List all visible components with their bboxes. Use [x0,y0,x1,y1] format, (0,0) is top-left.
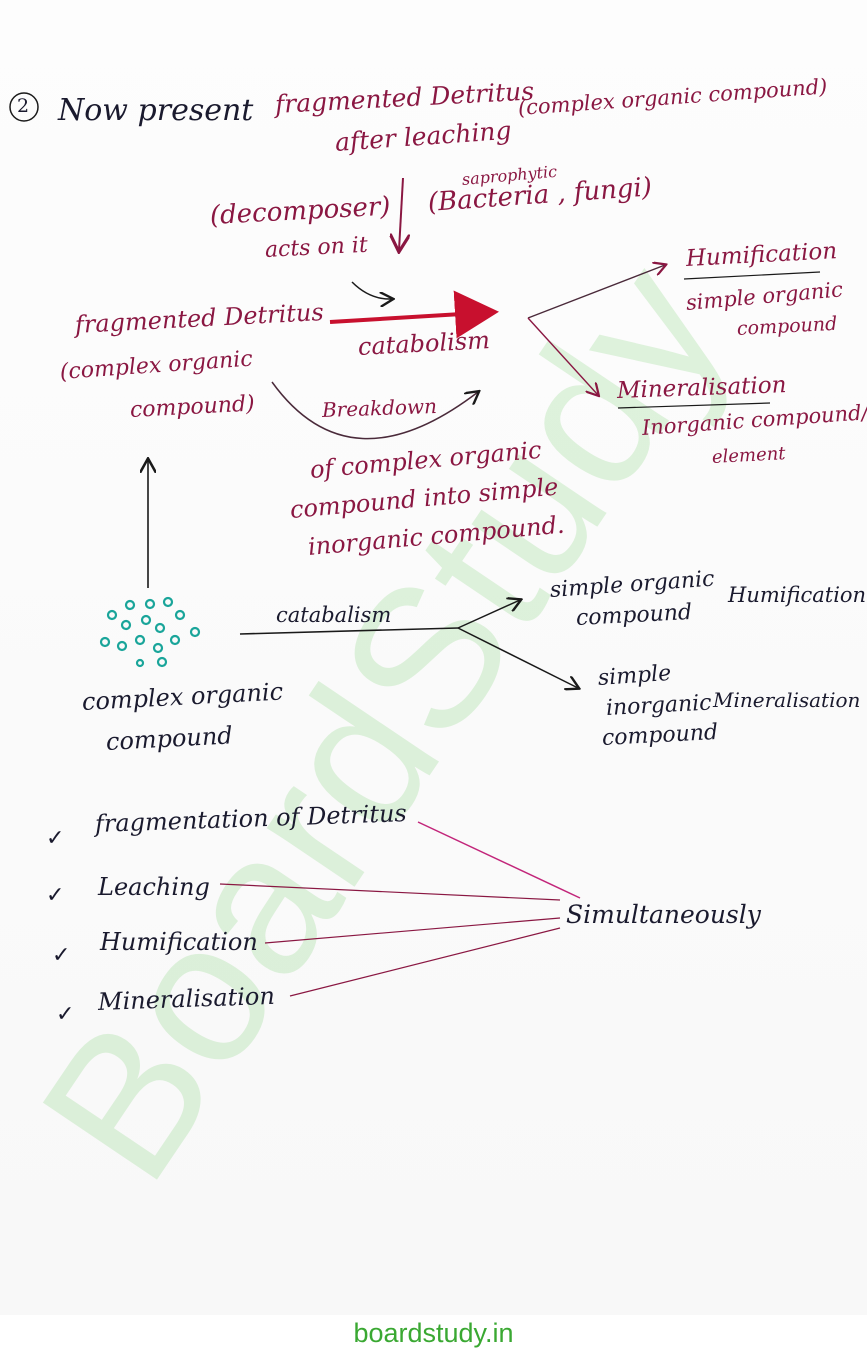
checklist-item-leaching: Leaching [98,873,210,901]
down-arrow [399,177,403,250]
simple-inorganic-line1: simple [597,660,672,691]
humification-process: Humification [728,583,867,607]
catabalism-label: catabalism [276,603,392,627]
simultaneously-label: Simultaneously [566,900,761,929]
number-circle [9,92,39,122]
mineralisation-title: Mineralisation [616,372,787,404]
heading-number: 2 [17,95,30,117]
checklist-item-mineralisation: Mineralisation [97,981,276,1016]
humification-line2: compound [736,312,838,340]
simple-organic-line2: compound [575,599,693,631]
tick-icon: ✓ [56,1002,75,1027]
simple-inorganic-line2: inorganic [605,690,713,721]
catabolism-arrow [329,290,499,339]
complex-line2: compound [105,721,234,756]
breakdown-label: Breakdown [321,393,438,422]
tick-icon: ✓ [52,943,71,968]
mineralisation-process: Mineralisation [713,688,861,712]
connector-1 [417,821,581,899]
simple-inorganic-line3: compound [601,719,719,751]
checklist-item-humification: Humification [100,928,258,956]
mineralisation-line2: element [711,443,787,468]
breakdown-arc [271,381,478,440]
connector-3 [264,917,561,944]
mineralisation-underline [617,402,771,409]
curved-arrow-small [351,281,392,299]
catabolism-label: catabolism [357,326,491,361]
tick-icon: ✓ [46,883,65,908]
branch-to-humification [527,265,665,319]
heading-intro: Now present [58,93,254,128]
molecule-dots [99,596,201,668]
branch-top [457,600,520,629]
branch-bottom [457,627,578,688]
acts-label: acts on it [264,232,369,263]
diagram-lines [9,92,821,997]
notebook-page: BoardStudy [0,0,867,1315]
connector-4 [289,927,561,997]
connector-2 [219,883,561,901]
catabalism-line [239,627,459,635]
humification-underline [683,271,821,280]
branch-to-mineralisation [527,317,598,395]
tick-icon: ✓ [46,826,65,851]
footer-site[interactable]: boardstudy.in [353,1318,514,1348]
